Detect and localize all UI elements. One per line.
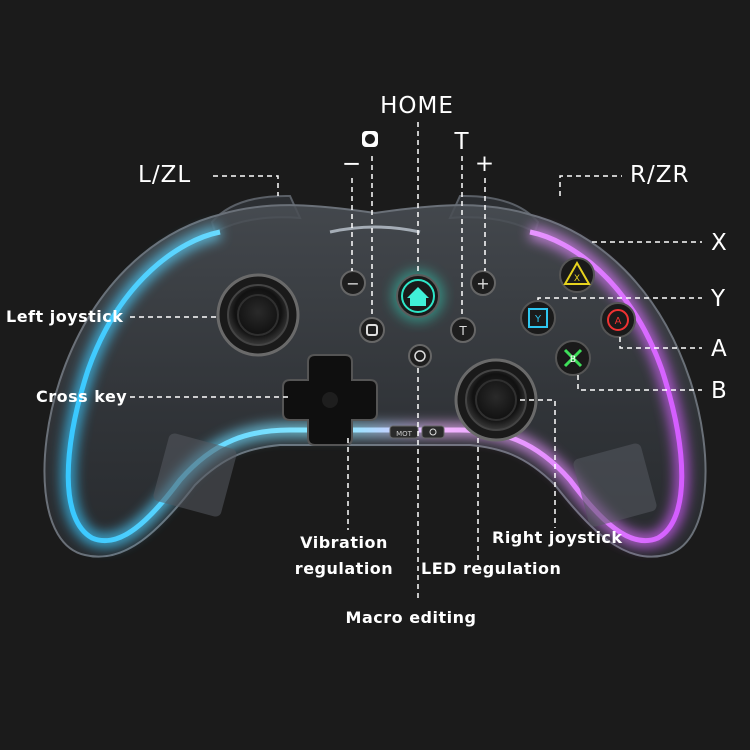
capture-button[interactable] xyxy=(359,317,385,343)
led-rim xyxy=(65,229,685,544)
vibration-switch[interactable]: MOT xyxy=(389,425,419,439)
label-a: A xyxy=(711,336,728,362)
right-joystick[interactable] xyxy=(454,358,538,442)
macro-button[interactable] xyxy=(408,344,432,368)
svg-text:A: A xyxy=(615,316,622,327)
label-t: T xyxy=(454,129,470,155)
label-plus: + xyxy=(474,151,496,177)
label-x: X xyxy=(711,230,728,256)
label-left-joystick: Left joystick xyxy=(6,307,124,326)
y-button[interactable]: Y xyxy=(520,300,556,336)
svg-text:MOT: MOT xyxy=(396,430,413,438)
svg-text:+: + xyxy=(476,274,489,293)
label-vibration-line1: Vibration xyxy=(300,533,388,552)
label-b: B xyxy=(711,378,728,404)
label-cross-key: Cross key xyxy=(36,387,128,406)
sun-icon xyxy=(429,428,437,436)
label-lzl: L/ZL xyxy=(138,162,192,188)
svg-text:B: B xyxy=(570,355,576,365)
svg-text:X: X xyxy=(574,274,580,284)
label-capture-icon xyxy=(362,131,378,147)
right-grip-motor xyxy=(573,443,657,527)
label-macro-editing: Macro editing xyxy=(345,608,477,627)
label-home: HOME xyxy=(380,93,454,119)
plus-button[interactable]: + xyxy=(470,270,496,296)
label-vibration-line2: regulation xyxy=(294,559,394,578)
led-switch[interactable] xyxy=(421,425,445,439)
left-joystick[interactable] xyxy=(216,273,300,357)
label-right-joystick: Right joystick xyxy=(492,528,623,547)
b-button[interactable]: B xyxy=(555,340,591,376)
turbo-button[interactable]: T xyxy=(450,317,476,343)
svg-text:−: − xyxy=(346,274,359,293)
svg-text:Y: Y xyxy=(534,314,542,325)
home-button[interactable] xyxy=(392,270,444,322)
top-led-strip xyxy=(329,225,421,234)
a-button[interactable]: A xyxy=(600,302,636,338)
label-led-regulation: LED regulation xyxy=(421,559,562,578)
label-y: Y xyxy=(711,286,727,312)
home-icon xyxy=(407,287,429,306)
minus-button[interactable]: − xyxy=(340,270,366,296)
label-minus: − xyxy=(341,151,363,177)
svg-text:T: T xyxy=(458,324,467,338)
left-grip-motor xyxy=(153,433,237,517)
leader-lines xyxy=(130,122,702,600)
label-rzr: R/ZR xyxy=(630,162,690,188)
x-button[interactable]: X xyxy=(559,257,595,293)
d-pad[interactable] xyxy=(282,354,378,446)
